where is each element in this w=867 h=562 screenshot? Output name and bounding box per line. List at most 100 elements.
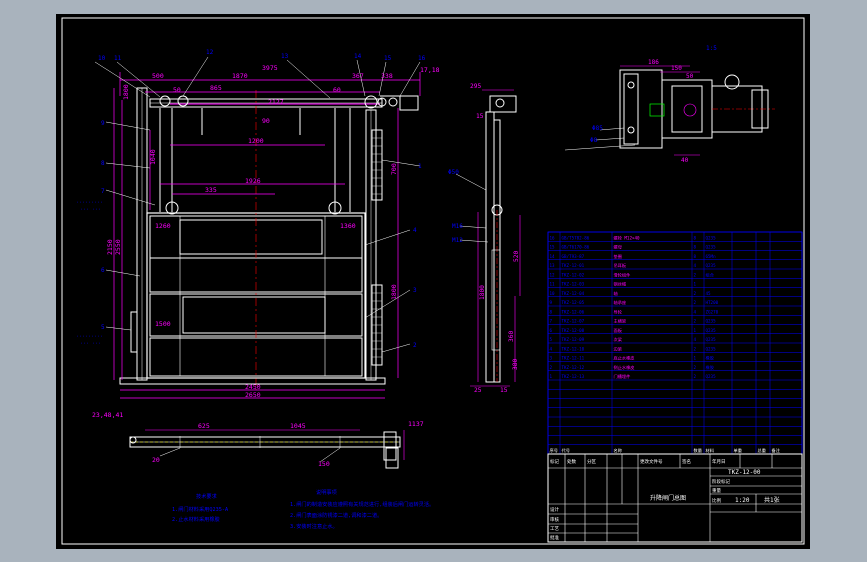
svg-text:设计: 设计	[550, 506, 559, 513]
svg-text:700: 700	[390, 163, 398, 175]
bom-cell: TKZ-12-01	[562, 263, 585, 268]
bom-cell: 2	[694, 319, 697, 324]
svg-text:工艺: 工艺	[550, 526, 559, 532]
svg-text:M12: M12	[452, 237, 463, 244]
bom-cell: TKZ-12-11	[562, 356, 585, 361]
bom-cell: 8	[694, 254, 697, 259]
svg-text:1870: 1870	[232, 72, 248, 80]
svg-text:25: 25	[474, 387, 482, 394]
svg-text:11: 11	[114, 55, 122, 62]
part-balloons: 10 11 12 13 14 15 16 9 8 7 6 5 4 3 2 1	[98, 49, 426, 349]
drawing-sheet: 共1张	[764, 496, 780, 504]
pulley-top-right	[364, 95, 378, 109]
bom-cell: 10	[550, 291, 556, 296]
svg-text:15: 15	[500, 387, 508, 394]
bom-cell: TKZ-12-04	[562, 291, 585, 296]
svg-text:1045: 1045	[290, 422, 306, 430]
svg-text:186: 186	[648, 59, 659, 66]
bom-cell: HT200	[706, 300, 719, 305]
front-view: 500 1870 3975 367 338 865 2127 1200 1926…	[76, 49, 440, 399]
svg-text:6: 6	[101, 267, 105, 274]
svg-text:审核: 审核	[550, 516, 559, 523]
svg-text:12: 12	[206, 49, 214, 56]
svg-text:重量: 重量	[712, 487, 721, 494]
bom-cell: TKZ-12-12	[562, 365, 585, 370]
svg-text:10: 10	[98, 55, 106, 62]
svg-text:8: 8	[101, 160, 105, 167]
bom-cell: 主横梁	[614, 318, 627, 325]
svg-text:3: 3	[413, 287, 417, 294]
svg-text:分区: 分区	[587, 458, 596, 465]
bom-header-cell: 材料	[706, 447, 715, 454]
bom-cell: 橡胶	[706, 355, 714, 362]
bom-cell: Q235	[706, 337, 717, 342]
bom-cell: 2	[694, 300, 697, 305]
bom-cell: Q235	[706, 245, 717, 250]
bom-cell: 2	[550, 365, 553, 370]
svg-text:7: 7	[101, 188, 105, 195]
svg-text:16: 16	[418, 55, 426, 62]
bom-header-cell: 代号	[562, 447, 570, 454]
bom-header-cell: 总重	[758, 447, 766, 453]
svg-text:1.闸门材料采用Q235-A: 1.闸门材料采用Q235-A	[172, 505, 229, 513]
bom-cell: 螺母	[614, 244, 622, 251]
bom-cell: 12	[550, 272, 556, 277]
bom-cell: 15	[550, 245, 556, 250]
bom-cell: 6	[550, 328, 553, 333]
svg-text:比例: 比例	[712, 497, 721, 504]
svg-text:批准: 批准	[550, 534, 559, 541]
bom-cell: 8	[550, 309, 553, 314]
bom-cell: 轴	[614, 290, 618, 297]
svg-text:520: 520	[513, 251, 520, 262]
bom-cell: 9	[550, 300, 553, 305]
bom-cell: 5	[550, 337, 553, 342]
svg-text:1:5: 1:5	[706, 45, 717, 52]
svg-text:13: 13	[281, 53, 289, 60]
svg-text:··· ···: ··· ···	[80, 207, 101, 213]
bom-cell: TKZ-12-06	[562, 309, 585, 314]
svg-text:1926: 1926	[245, 177, 261, 185]
svg-text:·········: ·········	[76, 334, 103, 340]
svg-text:年月日: 年月日	[712, 458, 726, 465]
paper-sheet	[56, 14, 810, 549]
notes-left-title: 技术要求	[196, 492, 218, 500]
svg-text:50: 50	[686, 73, 694, 80]
bom-cell: GB/T93-87	[562, 254, 585, 259]
svg-text:625: 625	[198, 422, 210, 430]
bom-cell: 65Mn	[706, 254, 717, 259]
svg-text:1500: 1500	[155, 320, 171, 328]
bom-cell: GB/T6170-86	[562, 245, 590, 250]
bom-cell: 2	[694, 346, 697, 351]
bom-cell: 橡胶	[706, 364, 714, 371]
bom-cell: 侧止水橡皮	[614, 364, 635, 371]
bom-header-cell: 备注	[772, 447, 781, 454]
bom-cell: 垫圈	[614, 253, 622, 260]
svg-text:9: 9	[101, 120, 105, 127]
bom-cell: TKZ-12-07	[562, 319, 585, 324]
front-dims: 500 1870 3975 367 338 865 2127 1200 1926…	[152, 64, 440, 399]
svg-text:14: 14	[354, 53, 362, 60]
bom-cell: 门槽埋件	[614, 373, 631, 380]
detail-view: 186 150 40 50 Φ85 Φ8 1:5	[564, 45, 775, 164]
bom-cell: GB/T5782-86	[562, 235, 590, 240]
pulley-top-left	[159, 95, 171, 107]
bom-cell: 2	[694, 365, 697, 370]
svg-text:150: 150	[318, 460, 330, 468]
svg-text:360: 360	[508, 331, 515, 342]
bom-cell: 螺栓 M12×40	[614, 234, 641, 241]
drawing-code: TKZ-12-00	[728, 469, 761, 476]
svg-text:Φ8: Φ8	[590, 137, 598, 144]
side-view: 295 1800 520 360 380 25 15 15 Φ50 M16 M1…	[448, 83, 521, 394]
bom-cell: 45	[706, 291, 712, 296]
drawing-border	[61, 17, 805, 545]
bom-cell: 4	[694, 309, 697, 314]
svg-text:··· ···: ··· ···	[80, 341, 101, 347]
bom-cell: 钢丝绳	[614, 281, 627, 288]
svg-text:1: 1	[418, 163, 422, 170]
bom-cell: TKZ-12-08	[562, 328, 585, 333]
technical-notes: 技术要求 1.闸门材料采用Q235-A 2.止水材料采用橡胶 说明事项 1.闸门…	[172, 488, 434, 530]
svg-text:2: 2	[413, 342, 417, 349]
svg-text:·········: ·········	[76, 200, 103, 206]
bom-cell: 轴承座	[614, 299, 627, 306]
